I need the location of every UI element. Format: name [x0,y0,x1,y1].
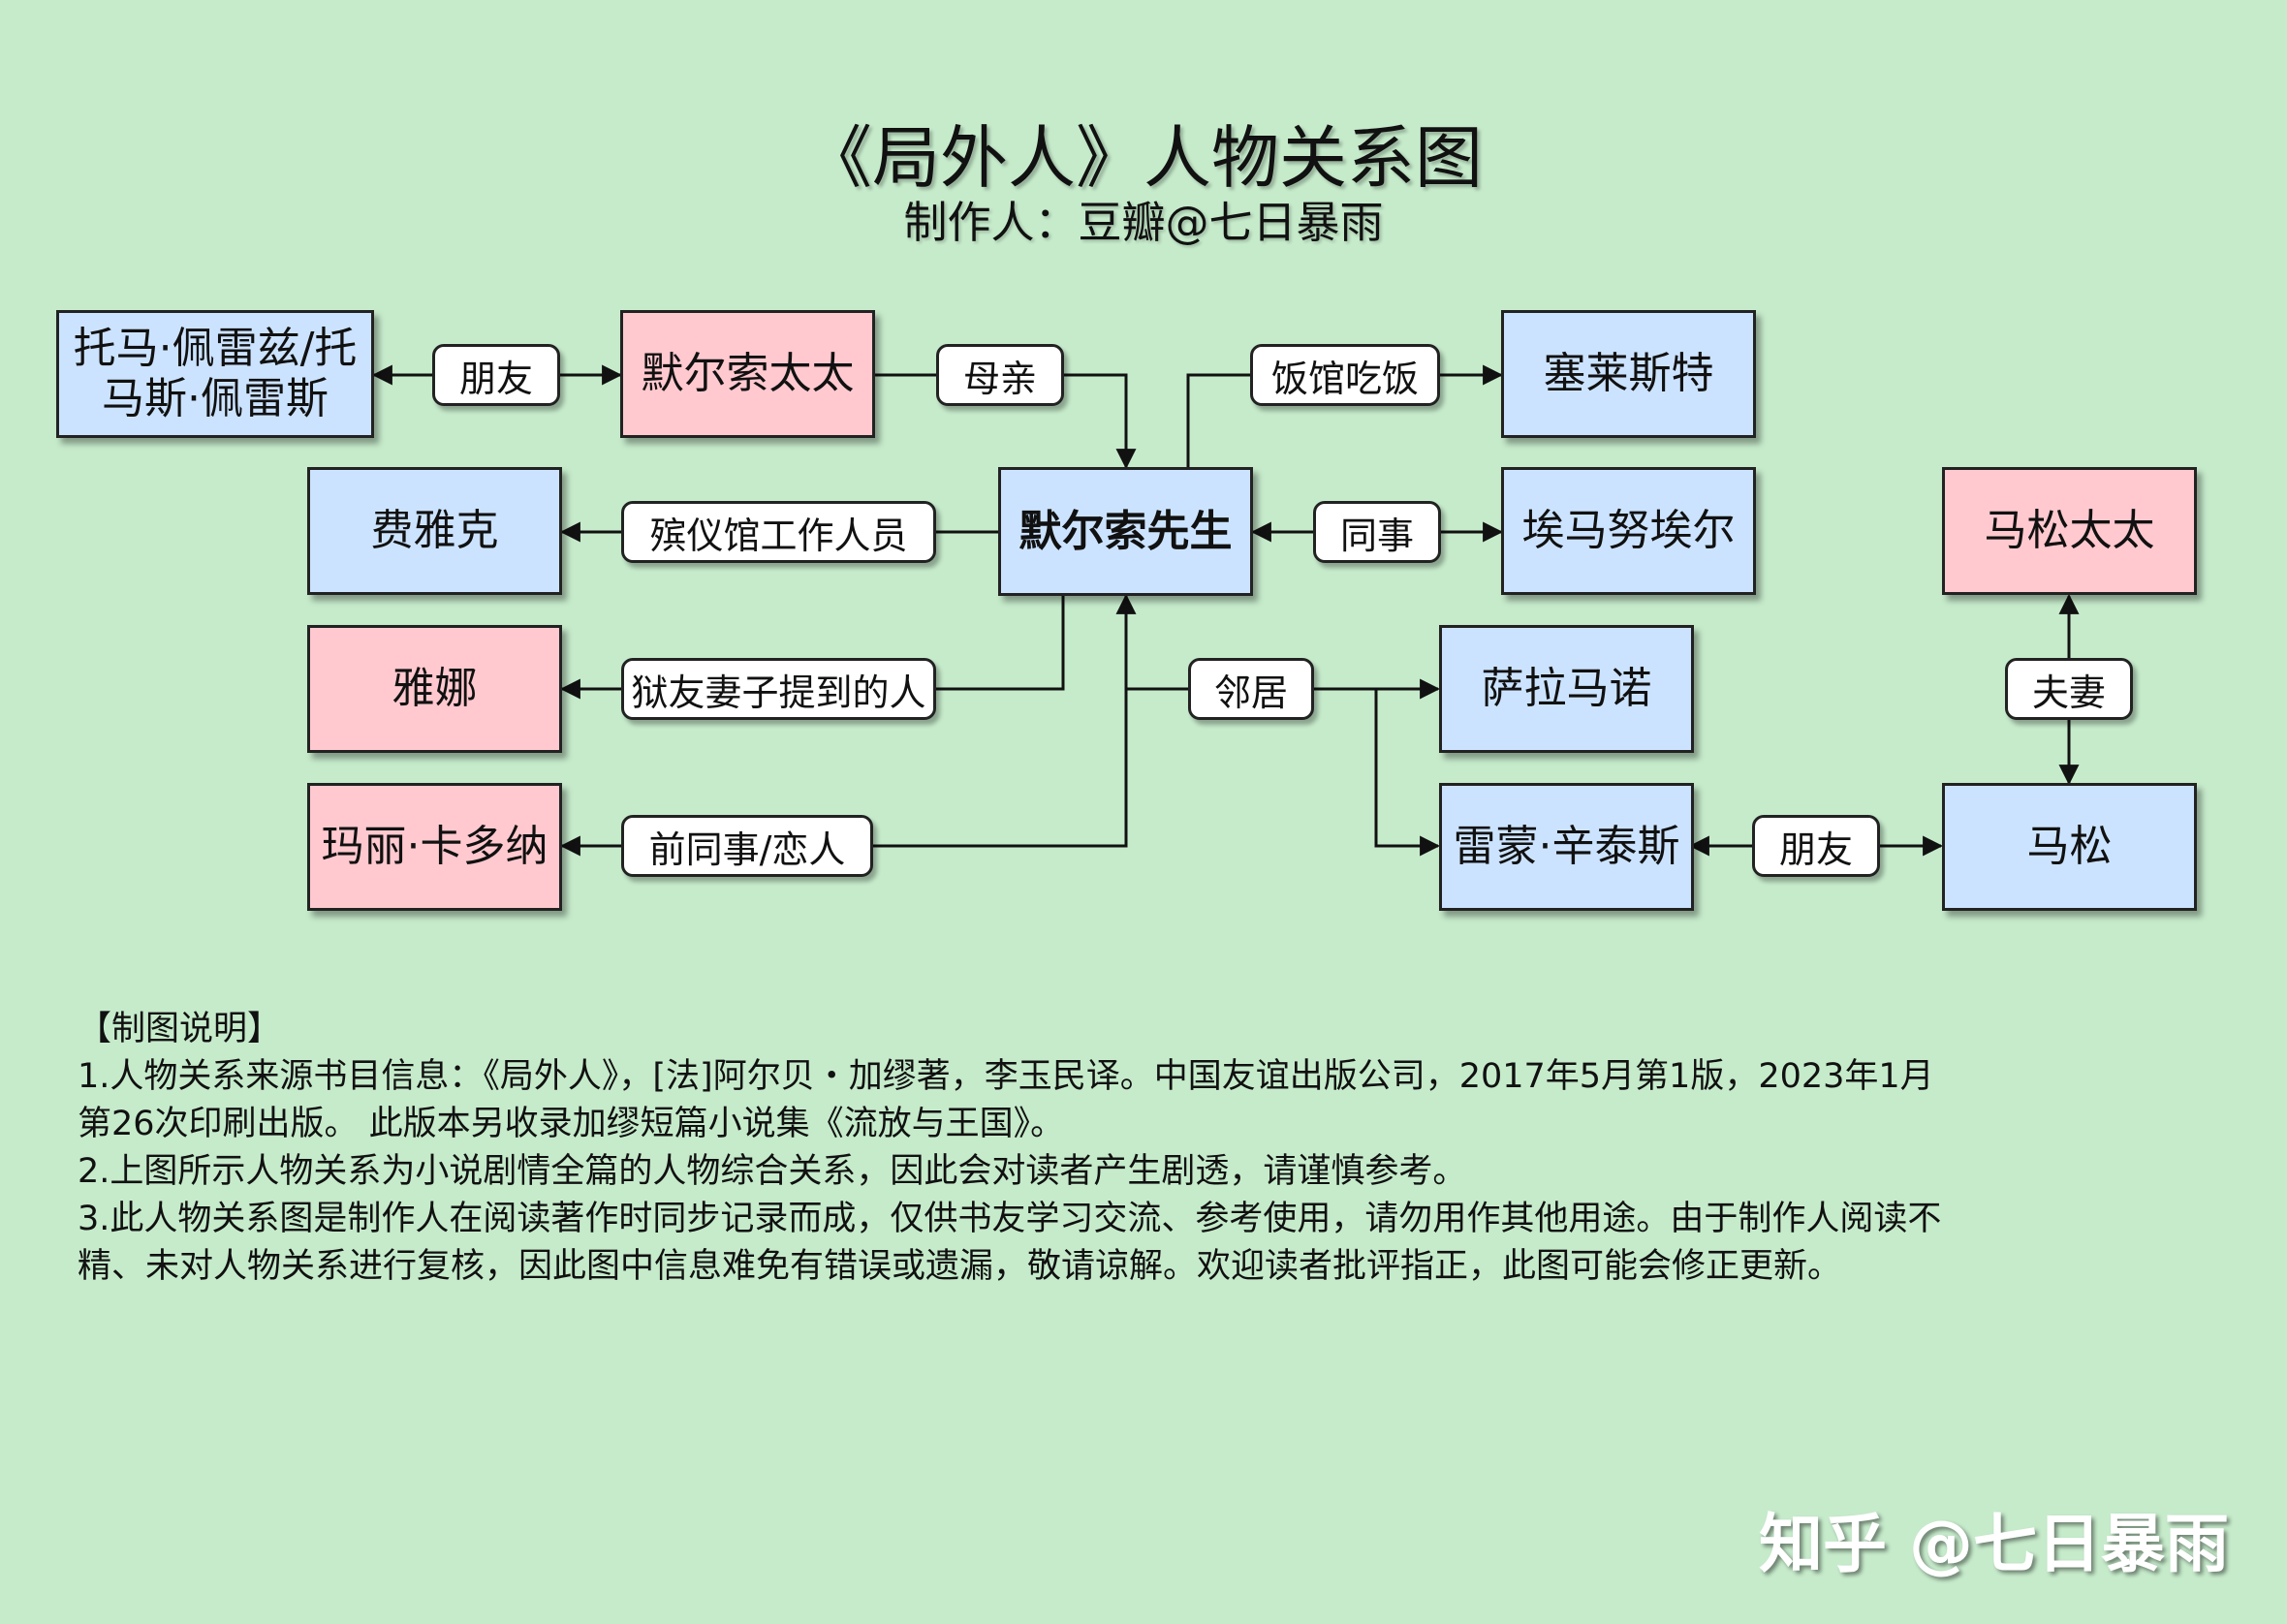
node-thomas-line1: 托马·佩雷兹/托 [73,324,358,373]
watermark: 知乎 @七日暴雨 [1759,1507,2229,1581]
notes-line: 3.此人物关系图是制作人在阅读著作时同步记录而成，仅供书友学习交流、参考使用，请… [78,1200,1942,1238]
node-thomas: 托马·佩雷兹/托 马斯·佩雷斯 [56,310,374,438]
node-emmanuel: 埃马努埃尔 [1501,467,1756,595]
label-inmate-wife: 狱友妻子提到的人 [621,658,936,720]
notes-line: 第26次印刷出版。 此版本另收录加缪短篇小说集《流放与王国》。 [78,1105,1065,1143]
edge-former [559,593,1137,857]
node-meursault: 默尔索先生 [998,467,1253,596]
label-former: 前同事/恋人 [621,815,873,877]
notes-line: 精、未对人物关系进行复核，因此图中信息难免有错误或遗漏，敬请谅解。欢迎读者批评指… [78,1247,1842,1286]
label-restaurant: 饭馆吃饭 [1250,344,1440,406]
label-neighbor: 邻居 [1188,658,1314,720]
notes-heading: 【制图说明】 [78,1010,282,1048]
node-marie: 玛丽·卡多纳 [307,783,562,911]
node-salamano: 萨拉马诺 [1439,625,1694,753]
notes-section: 【制图说明】 1.人物关系来源书目信息：《局外人》，[法]阿尔贝・加缪著，李玉民… [78,1006,2229,1291]
node-celeste: 塞莱斯特 [1501,310,1756,438]
node-mrs-meursault: 默尔索太太 [620,310,875,438]
label-friend-top: 朋友 [432,344,560,406]
label-couple: 夫妻 [2005,658,2133,720]
node-masson: 马松 [1942,783,2197,911]
node-raymond: 雷蒙·辛泰斯 [1439,783,1694,911]
node-fayak: 费雅克 [307,467,562,595]
edge-neighbor-raymond [1374,689,1441,857]
node-thomas-line2: 马斯·佩雷斯 [102,374,329,423]
node-mrs-masson: 马松太太 [1942,467,2197,595]
label-colleague: 同事 [1313,501,1441,563]
label-mother: 母亲 [936,344,1064,406]
diagram-subtitle: 制作人：豆瓣@七日暴雨 [903,197,1384,248]
notes-line: 1.人物关系来源书目信息：《局外人》，[法]阿尔贝・加缪著，李玉民译。中国友谊出… [78,1057,1934,1096]
label-funeral: 殡仪馆工作人员 [621,501,936,563]
node-yana: 雅娜 [307,625,562,753]
notes-line: 2.上图所示人物关系为小说剧情全篇的人物综合关系，因此会对读者产生剧透，请谨慎参… [78,1152,1467,1191]
diagram-title: 《局外人》人物关系图 [804,118,1483,198]
label-friend-bottom: 朋友 [1752,815,1880,877]
